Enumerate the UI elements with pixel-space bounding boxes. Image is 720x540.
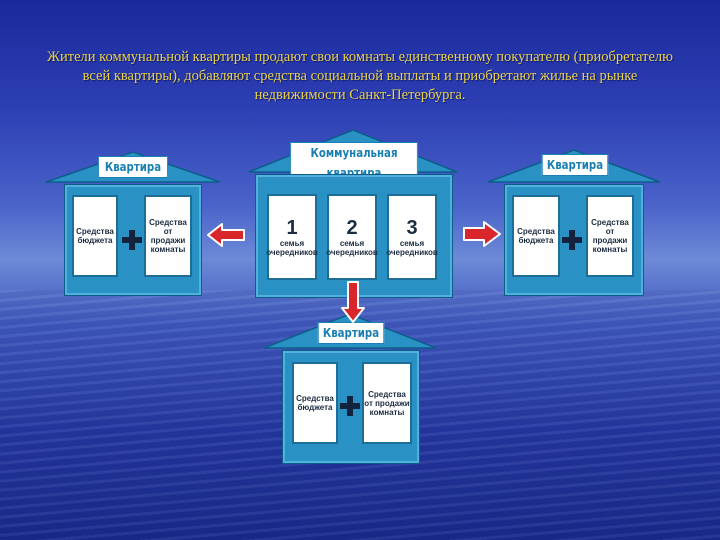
room-label: семья очередников (266, 239, 318, 257)
bottom-house-sale-card: Средства от продажи комнаты (362, 362, 412, 444)
bottom-house-plus (340, 396, 360, 416)
arrow-left-icon (207, 223, 245, 247)
right-house-budget-card: Средства бюджета (512, 195, 560, 277)
bottom-house-budget-card: Средства бюджета (292, 362, 338, 444)
room-number: 1 (286, 217, 298, 239)
left-house-title: Квартира (98, 156, 168, 178)
room-label: семья очередников (386, 239, 438, 257)
left-house-sale-card: Средства от продажи комнаты (144, 195, 192, 277)
right-house: Квартира Средства бюджета Средства от пр… (486, 148, 662, 300)
right-house-sale-card: Средства от продажи комнаты (586, 195, 634, 277)
left-house: Квартира Средства бюджета Средства от пр… (44, 150, 222, 300)
center-house: Коммунальная квартира 1 семья очереднико… (247, 128, 459, 300)
slide-caption: Жители коммунальной квартиры продают сво… (47, 49, 673, 103)
right-house-title: Квартира (541, 154, 609, 176)
left-house-plus (122, 230, 142, 250)
arrow-down-icon (341, 281, 365, 323)
room-card-3: 3 семья очередников (386, 194, 438, 280)
right-house-plus (562, 230, 582, 250)
room-number: 2 (346, 217, 358, 239)
bottom-house: Квартира Средства бюджета Средства от пр… (262, 312, 438, 468)
room-number: 3 (406, 217, 418, 239)
room-card-1: 1 семья очередников (266, 194, 318, 280)
bottom-house-title: Квартира (317, 322, 385, 344)
arrow-right-icon (463, 221, 501, 247)
room-card-2: 2 семья очередников (326, 194, 378, 280)
room-label: семья очередников (326, 239, 378, 257)
left-house-budget-card: Средства бюджета (72, 195, 118, 277)
